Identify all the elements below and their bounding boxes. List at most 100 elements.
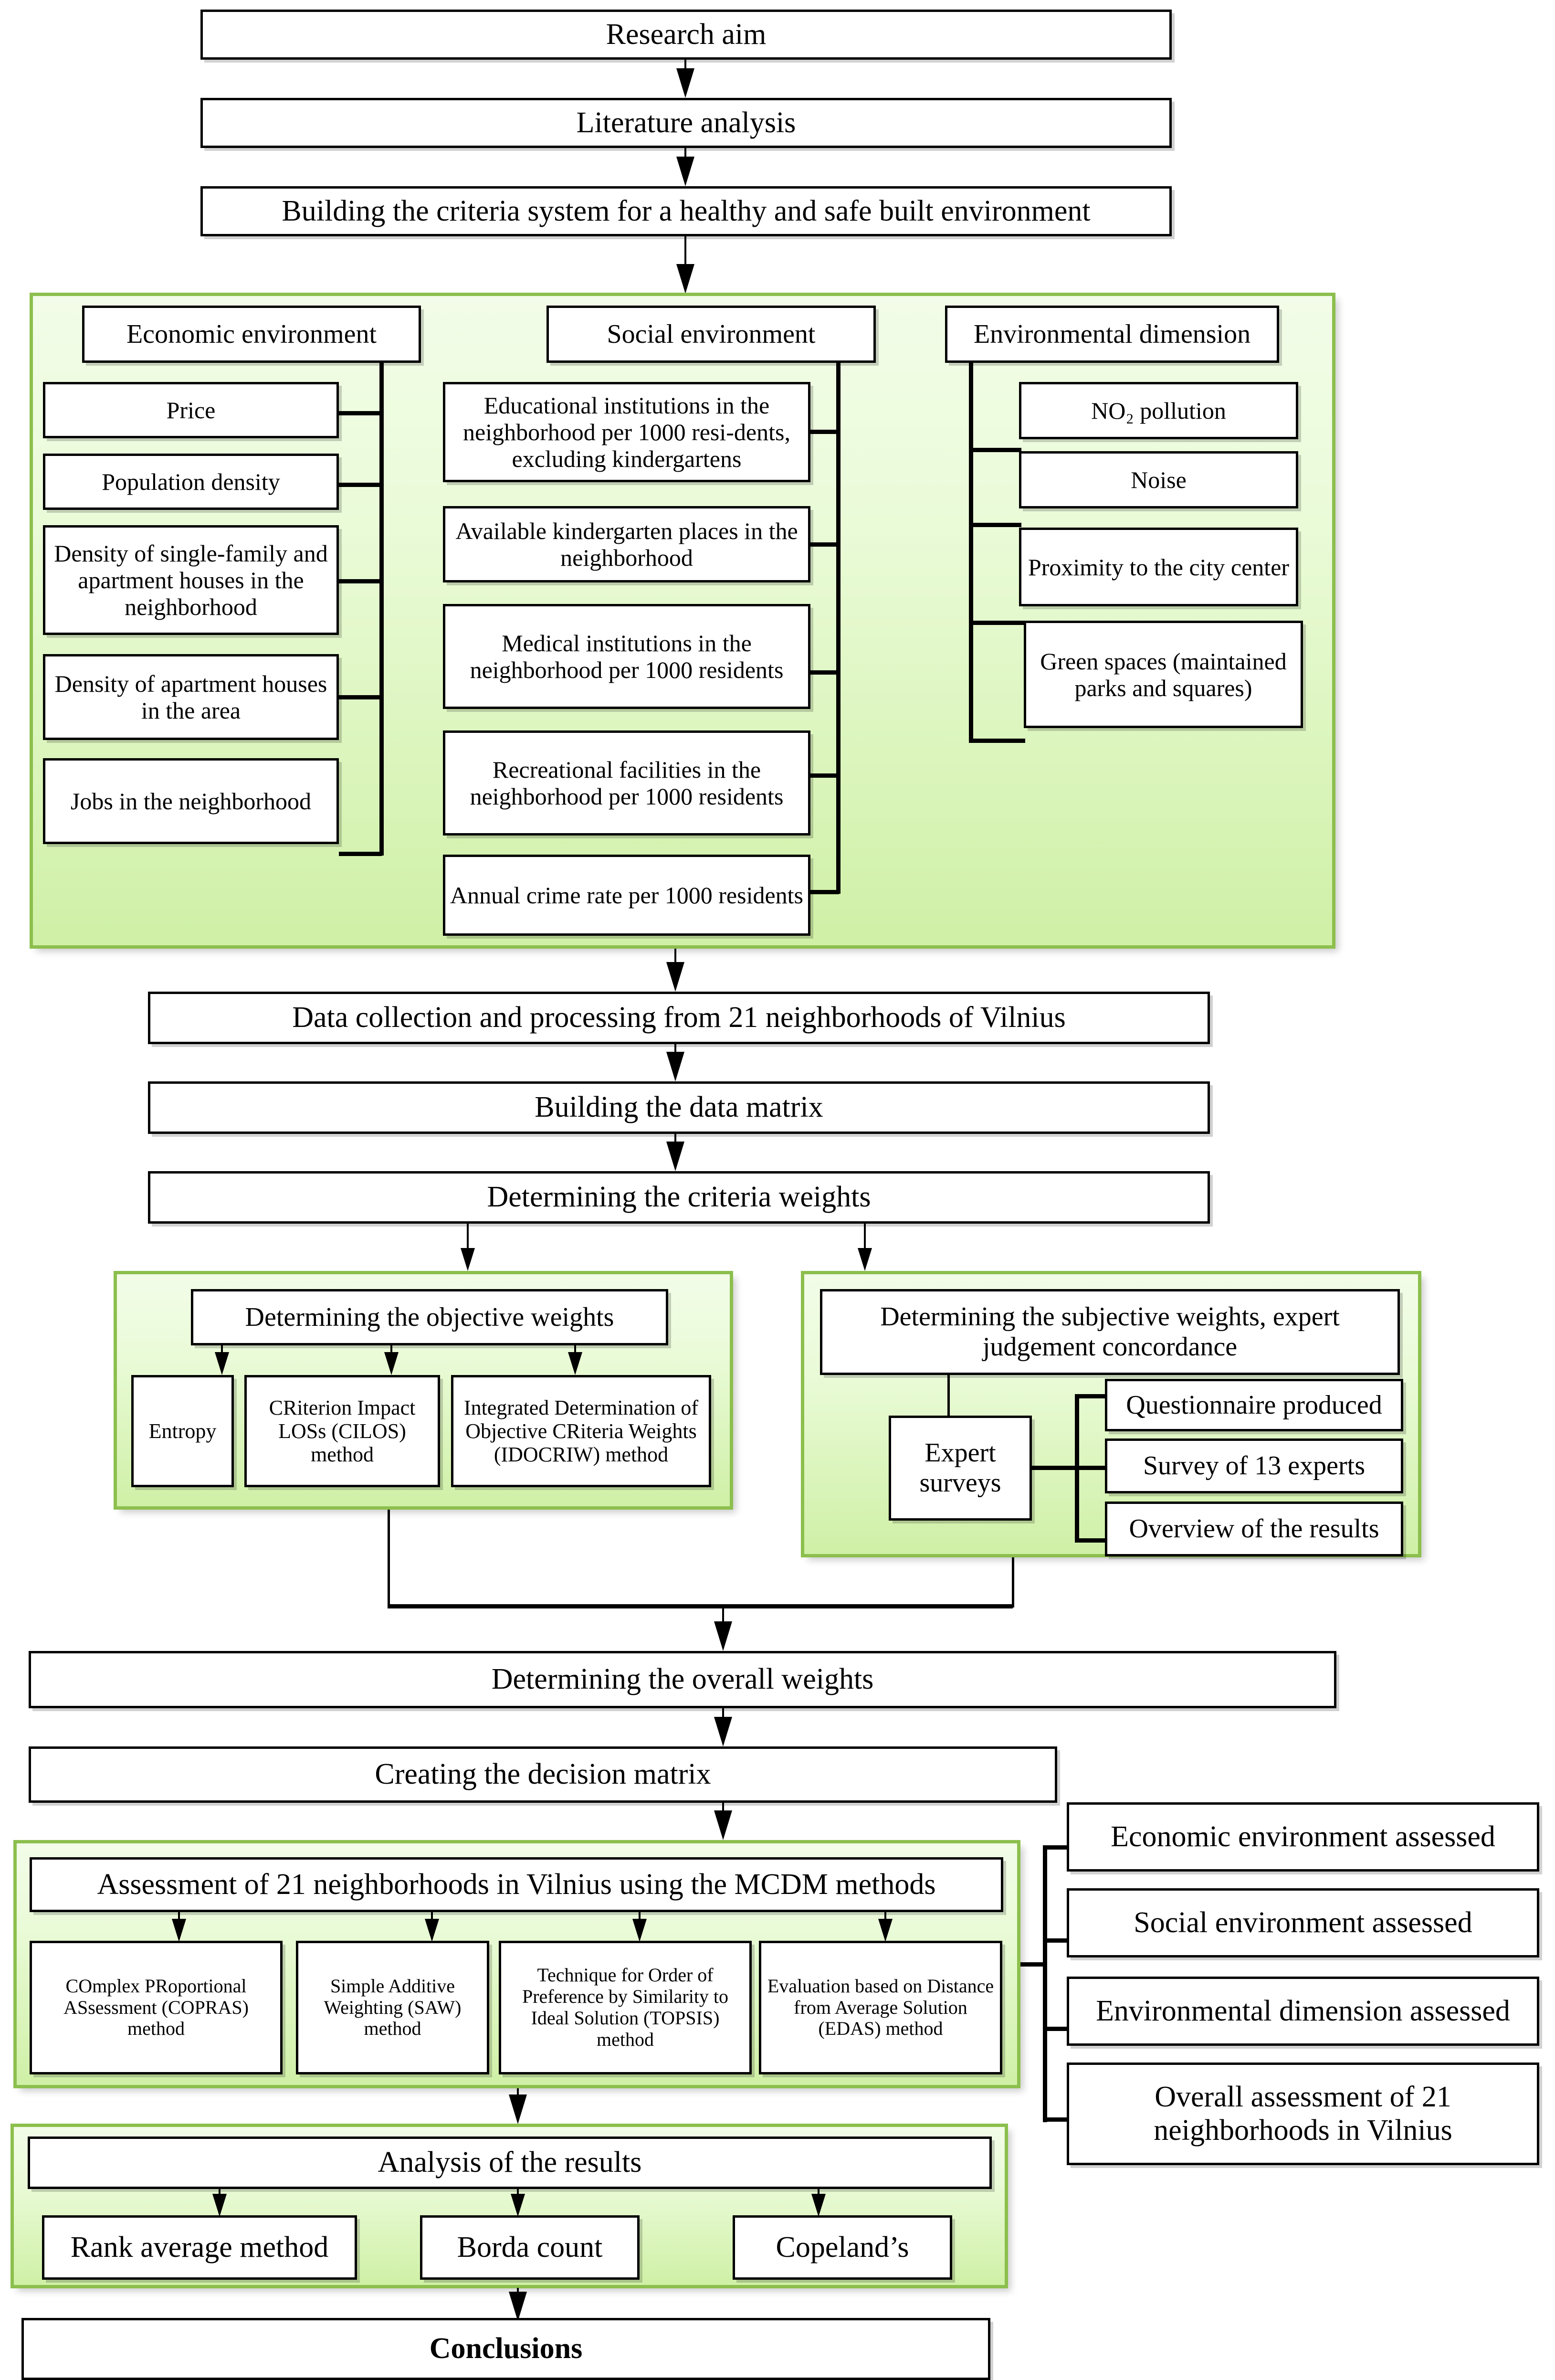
connector-trunk-economic (379, 363, 384, 856)
arrow-down (508, 2288, 527, 2321)
arrow-down (876, 1912, 895, 1942)
step-research-aim: Research aim (200, 10, 1172, 60)
method-label: Evaluation based on Distance from Averag… (767, 1975, 994, 2040)
connector-branch (1043, 1938, 1072, 1943)
panel-title-mcdm: Assessment of 21 neighborhoods in Vilniu… (30, 1857, 1003, 1912)
survey-step-label: Survey of 13 experts (1143, 1451, 1365, 1481)
connector-trunk-social (836, 363, 841, 894)
criterion-social-3: Recreational facilities in the neighborh… (443, 730, 810, 836)
connector-branch (1075, 1466, 1108, 1470)
criterion-label: Noise (1131, 466, 1187, 493)
connector-branch (339, 483, 382, 487)
connector-branch (1043, 2027, 1072, 2031)
arrow-down (422, 1912, 441, 1942)
step-label: Determining the criteria weights (487, 1181, 871, 1214)
panel-title: Assessment of 21 neighborhoods in Vilniu… (97, 1868, 936, 1901)
connector-branch (339, 695, 382, 699)
assessment-output-2: Environmental dimension assessed (1067, 1977, 1539, 2046)
connector-branch (1020, 1962, 1047, 1967)
survey-step-1: Survey of 13 experts (1105, 1439, 1403, 1493)
criterion-label: Available kindergarten places in the nei… (455, 518, 798, 571)
connector-to-expert-surveys (947, 1375, 950, 1420)
step-label: Building the criteria system for a healt… (282, 194, 1091, 227)
connector-merge-right (1012, 1557, 1014, 1608)
arrow-down (714, 1708, 733, 1746)
survey-step-0: Questionnaire produced (1105, 1379, 1403, 1431)
step-conclusions: Conclusions (21, 2318, 990, 2380)
connector-branch (810, 890, 839, 894)
connector-trunk-outputs (1043, 1845, 1047, 2122)
criterion-label: Recreational facilities in the neighborh… (470, 756, 784, 810)
criterion-label: Density of apartment houses in the area (54, 670, 327, 724)
criterion-economic-3: Density of apartment houses in the area (43, 654, 339, 740)
connector-branch (1075, 1394, 1108, 1398)
method-label: Entropy (148, 1419, 217, 1443)
step-label: Conclusions (429, 2332, 583, 2365)
arrow-down (210, 2189, 229, 2217)
step-overall-weights: Determining the overall weights (29, 1651, 1336, 1708)
connector-merge-left (388, 1510, 390, 1608)
output-label: Economic environment assessed (1111, 1820, 1495, 1853)
method-label: Integrated Determination of Objective CR… (463, 1396, 699, 1467)
criterion-economic-4: Jobs in the neighborhood (43, 758, 339, 844)
connector-branch (810, 430, 839, 434)
arrow-down (666, 949, 685, 992)
connector-branch (969, 739, 1025, 743)
survey-step-label: Questionnaire produced (1126, 1390, 1382, 1420)
group-title-social-environment: Social environment (546, 306, 876, 363)
arrow-down-objective (458, 1241, 477, 1271)
analysis-method-0: Rank average method (42, 2215, 357, 2280)
group-title-environmental-dimension: Environmental dimension (945, 306, 1279, 363)
criterion-label: Proximity to the city center (1028, 553, 1290, 581)
criterion-social-4: Annual crime rate per 1000 residents (443, 855, 810, 936)
method-mcdm-3: Evaluation based on Distance from Averag… (759, 1941, 1002, 2074)
method-label: COmplex PRoportional ASsessment (COPRAS)… (63, 1975, 249, 2040)
criterion-economic-0: Price (43, 382, 339, 438)
panel-title-subjective-weights: Determining the subjective weights, expe… (820, 1289, 1400, 1375)
arrow-down (676, 148, 695, 186)
criterion-label: Jobs in the neighborhood (70, 788, 312, 814)
connector-branch (969, 523, 1021, 527)
step-data-collection: Data collection and processing from 21 n… (148, 992, 1210, 1044)
group-title: Economic environment (126, 319, 377, 349)
criterion-environmental-0: NO₂ pollution (1019, 382, 1298, 439)
group-title: Social environment (607, 319, 816, 349)
connector-split-left (467, 1224, 469, 1248)
method-objective-0: Entropy (131, 1375, 234, 1487)
criterion-label: NO₂ pollution (1091, 397, 1226, 424)
method-label: Rank average method (70, 2231, 329, 2264)
arrow-down (508, 2189, 527, 2217)
connector-trunk-environmental (969, 363, 973, 742)
connector-branch (339, 579, 382, 583)
step-criteria-weights: Determining the criteria weights (148, 1171, 1210, 1224)
arrow-down (714, 1608, 733, 1651)
connector-branch (1032, 1466, 1077, 1470)
survey-step-label: Overview of the results (1129, 1514, 1379, 1544)
method-label: Borda count (457, 2231, 603, 2264)
panel-title: Determining the subjective weights, expe… (880, 1302, 1340, 1362)
criterion-environmental-3: Green spaces (maintained parks and squar… (1024, 621, 1303, 728)
panel-title-analysis: Analysis of the results (28, 2137, 992, 2189)
panel-title: Analysis of the results (378, 2146, 642, 2179)
criterion-label: Price (166, 397, 216, 423)
method-label: CRiterion Impact LOSs (CILOS) method (269, 1396, 416, 1467)
assessment-output-3: Overall assessment of 21 neighborhoods i… (1067, 2063, 1539, 2165)
flowchart-canvas: Research aim Literature analysis Buildin… (11, 10, 1539, 2380)
connector-branch (1043, 2117, 1072, 2122)
step-data-matrix: Building the data matrix (148, 1081, 1210, 1134)
step-label: Data collection and processing from 21 n… (292, 1001, 1066, 1034)
arrow-down (508, 2088, 527, 2124)
criterion-label: Educational institutions in the neighbor… (463, 392, 790, 472)
criterion-environmental-1: Noise (1019, 451, 1298, 508)
panel-title-objective-weights: Determining the objective weights (191, 1289, 668, 1345)
arrow-down (630, 1912, 649, 1942)
arrow-down (212, 1345, 231, 1375)
criterion-economic-2: Density of single-family and apartment h… (43, 525, 339, 635)
criterion-label: Green spaces (maintained parks and squar… (1040, 647, 1287, 701)
arrow-down (714, 1803, 733, 1840)
connector-split-right (864, 1224, 866, 1248)
method-label: Technique for Order of Preference by Sim… (522, 1964, 729, 2050)
method-mcdm-2: Technique for Order of Preference by Sim… (499, 1941, 752, 2074)
method-label: Simple Additive Weighting (SAW) method (324, 1975, 462, 2040)
connector-branch (1075, 1538, 1108, 1543)
